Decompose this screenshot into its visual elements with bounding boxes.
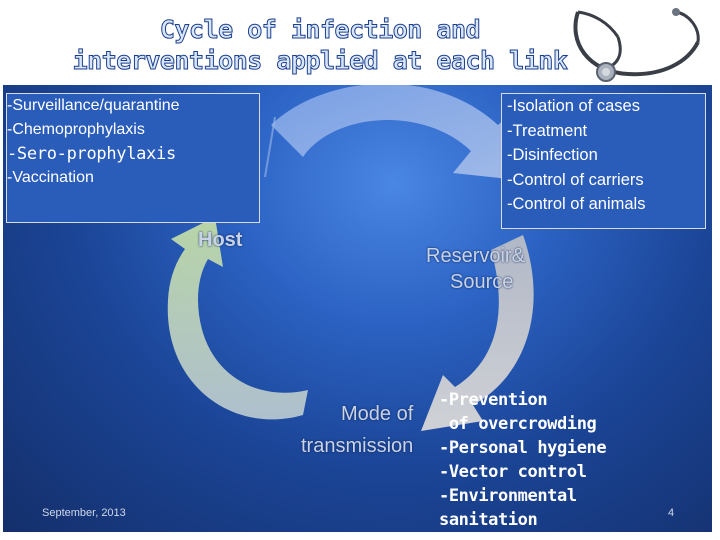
node-reservoir-line-2: Source bbox=[450, 271, 514, 293]
intervention-personal-hygiene: -Personal hygiene bbox=[439, 438, 607, 458]
intervention-overcrowding: of overcrowding bbox=[439, 414, 597, 434]
intervention-control-animals: -Control of animals bbox=[507, 195, 646, 213]
slide-title: Cycle of infection and interventions app… bbox=[40, 14, 600, 76]
intervention-chemoprophylaxis: -Chemoprophylaxis bbox=[7, 121, 145, 138]
intervention-isolation: -Isolation of cases bbox=[507, 97, 640, 115]
title-line-1: Cycle of infection and bbox=[159, 15, 481, 45]
intervention-environmental: -Environmental bbox=[439, 486, 577, 506]
intervention-control-carriers: -Control of carriers bbox=[507, 170, 644, 189]
node-mode-of-transmission: Mode of transmission bbox=[301, 398, 413, 462]
stethoscope-icon bbox=[573, 8, 700, 82]
node-reservoir: Reservoir& Source bbox=[426, 243, 525, 295]
footer-date: September, 2013 bbox=[42, 507, 126, 519]
infection-cycle-arrows bbox=[167, 85, 534, 431]
transmission-interventions-box: -Prevention of overcrowding -Personal hy… bbox=[425, 388, 712, 532]
intervention-surveillance: -Surveillance/quarantine bbox=[7, 97, 180, 114]
title-line-2: interventions applied at each link bbox=[72, 46, 568, 76]
intervention-treatment: -Treatment bbox=[507, 121, 588, 140]
page-number: 4 bbox=[668, 507, 675, 519]
arrow-host-to-reservoir bbox=[271, 85, 518, 180]
reservoir-interventions-box: -Isolation of cases -Treatment -Disinfec… bbox=[501, 93, 706, 229]
node-reservoir-line-1: Reservoir& bbox=[426, 245, 525, 267]
arrow-mode-to-host bbox=[167, 217, 308, 420]
node-mode-line-1: Mode of bbox=[341, 403, 414, 425]
arrow-reservoir-to-mode bbox=[421, 235, 534, 431]
intervention-vaccination: -Vaccination bbox=[7, 169, 94, 186]
intervention-seroprophylaxis: -Sero-prophylaxis bbox=[7, 144, 176, 164]
node-host: Host bbox=[198, 229, 243, 251]
intervention-prevention: -Prevention bbox=[439, 390, 548, 410]
node-mode-line-2: transmission bbox=[301, 435, 414, 457]
host-interventions-box: -Surveillance/quarantine -Chemoprophylax… bbox=[6, 93, 260, 223]
intervention-vector-control: -Vector control bbox=[439, 462, 587, 482]
intervention-sanitation: sanitation bbox=[439, 510, 538, 530]
diagram-slide: -Surveillance/quarantine -Chemoprophylax… bbox=[3, 85, 712, 532]
intervention-disinfection: -Disinfection bbox=[507, 146, 598, 164]
